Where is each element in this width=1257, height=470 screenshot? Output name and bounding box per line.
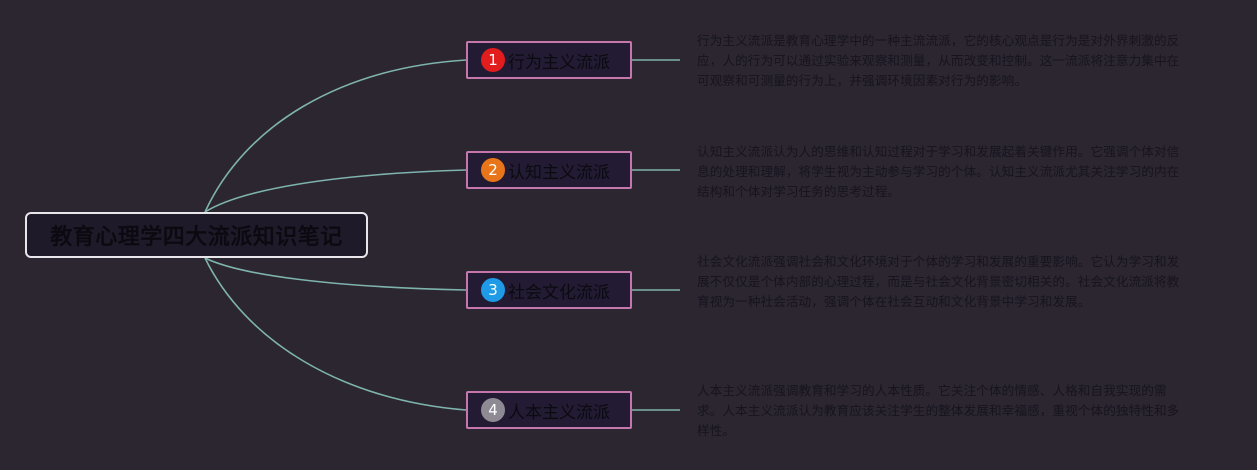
number-badge-2: 2 bbox=[481, 158, 505, 182]
note-behaviorism: 行为主义流派是教育心理学中的一种主流流派，它的核心观点是行为是对外界刺激的反应，… bbox=[697, 33, 1180, 88]
branch-label-2: 认知主义流派 bbox=[508, 162, 610, 183]
root-topic-node[interactable]: 教育心理学四大流派知识笔记 bbox=[25, 212, 368, 258]
link-root-to-branch-2 bbox=[204, 169, 467, 213]
note-humanism: 人本主义流派强调教育和学习的人本性质。它关注个体的情感、人格和自我实现的需求。人… bbox=[697, 383, 1180, 438]
number-badge-4: 4 bbox=[481, 398, 505, 422]
branch-label-3: 社会文化流派 bbox=[508, 282, 610, 303]
branch-label-1: 行为主义流派 bbox=[508, 52, 610, 73]
note-sociocultural: 社会文化流派强调社会和文化环境对于个体的学习和发展的重要影响。它认为学习和发展不… bbox=[697, 254, 1180, 309]
branch-node-humanism[interactable]: 4 人本主义流派 bbox=[466, 391, 632, 429]
root-topic-label: 教育心理学四大流派知识笔记 bbox=[50, 225, 343, 250]
number-badge-3: 3 bbox=[481, 278, 505, 302]
link-root-to-branch-1 bbox=[204, 59, 467, 213]
number-badge-1: 1 bbox=[481, 48, 505, 72]
branch-node-behaviorism[interactable]: 1 行为主义流派 bbox=[466, 41, 632, 79]
link-root-to-branch-3 bbox=[204, 257, 467, 291]
branch-node-sociocultural[interactable]: 3 社会文化流派 bbox=[466, 271, 632, 309]
branch-label-4: 人本主义流派 bbox=[508, 402, 610, 423]
branch-node-cognitivism[interactable]: 2 认知主义流派 bbox=[466, 151, 632, 189]
link-root-to-branch-4 bbox=[204, 257, 467, 411]
note-cognitivism: 认知主义流派认为人的思维和认知过程对于学习和发展起着关键作用。它强调个体对信息的… bbox=[697, 144, 1180, 199]
